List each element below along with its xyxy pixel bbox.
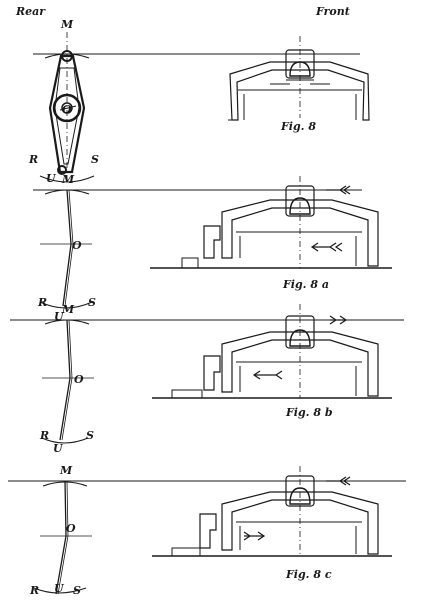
rear-label: Rear	[15, 5, 46, 18]
point-s-label: S	[73, 584, 81, 597]
point-r-label: R	[28, 153, 38, 166]
point-o-label: O	[74, 373, 84, 386]
front-label: Front	[315, 5, 350, 18]
point-o-label: O	[66, 522, 76, 535]
point-u-label: U	[46, 172, 57, 185]
arc-mark	[39, 175, 95, 183]
motion-arrow	[243, 531, 266, 541]
figure-caption: Fig. 8	[280, 120, 316, 133]
ball-joint	[289, 61, 311, 77]
point-o-label: O	[62, 103, 72, 116]
bracket	[199, 513, 217, 549]
ball-joint	[289, 329, 311, 347]
drum-casing	[221, 199, 379, 267]
lever-line	[57, 480, 69, 595]
drum-casing	[229, 61, 370, 121]
ball-joint	[289, 197, 311, 215]
lever-line	[61, 319, 73, 441]
hub	[285, 315, 315, 349]
point-o-label: O	[72, 239, 82, 252]
hub	[285, 49, 315, 79]
ball-joint	[289, 487, 311, 505]
point-m-label: M	[59, 464, 73, 477]
section-drawing-fig8a	[150, 185, 392, 269]
figure-caption: Fig. 8 a	[282, 278, 329, 291]
point-s-label: S	[86, 429, 94, 442]
point-u-label: U	[53, 442, 64, 455]
section-drawing-fig8c	[152, 475, 392, 557]
drum-inner-line	[236, 231, 362, 266]
section-drawing-fig8	[228, 49, 370, 121]
motion-arrow	[326, 476, 351, 486]
drum-casing	[221, 331, 379, 397]
drum-inner-line	[236, 521, 362, 554]
point-r-label: R	[29, 584, 39, 597]
pivot-m	[61, 50, 73, 62]
arc-mark	[41, 437, 89, 444]
lever-line	[64, 189, 74, 307]
drum-casing	[221, 491, 379, 555]
point-r-label: R	[37, 296, 47, 309]
arc-mark	[39, 301, 93, 309]
hub-flange	[270, 79, 330, 85]
lever-line	[59, 319, 71, 441]
lever-line	[55, 480, 67, 595]
motion-arrow	[329, 315, 348, 325]
pin-u	[57, 165, 67, 175]
diagram-fig8c: M O R S U Fig. 8 c	[8, 464, 406, 597]
motion-arrow	[310, 242, 343, 252]
cross-mark	[59, 105, 77, 111]
diagram-fig8a: M O R S U Fig. 8 a	[33, 173, 392, 323]
diagram-fig8b: M O R S U Fig. 8 b	[10, 303, 404, 455]
point-m-label: M	[60, 18, 74, 31]
boss-o-inner	[61, 102, 73, 114]
point-m-label: M	[61, 303, 75, 316]
point-u-label: U	[54, 582, 65, 595]
drum-inner-line	[236, 361, 362, 396]
base-block	[171, 547, 201, 557]
hub	[285, 185, 315, 217]
bracket	[203, 225, 221, 259]
motion-arrow	[252, 370, 283, 380]
diagram-fig8: M O R S U Fig. 8	[28, 18, 370, 185]
point-m-label: M	[61, 173, 75, 186]
base-block	[181, 257, 199, 269]
point-u-label: U	[54, 310, 65, 323]
motion-arrow	[326, 185, 351, 195]
boss-o	[52, 93, 82, 123]
point-s-label: S	[91, 153, 99, 166]
arc-mark	[44, 53, 90, 59]
lever-line	[62, 189, 72, 307]
figure-caption: Fig. 8 b	[285, 406, 333, 419]
point-s-label: S	[88, 296, 96, 309]
arc-mark	[33, 587, 87, 594]
point-r-label: R	[39, 429, 49, 442]
drum-wall	[243, 94, 357, 120]
base-block	[171, 389, 203, 399]
hub	[285, 475, 315, 507]
figure-caption: Fig. 8 c	[285, 568, 332, 581]
bracket	[203, 355, 221, 391]
section-drawing-fig8b	[152, 315, 392, 399]
